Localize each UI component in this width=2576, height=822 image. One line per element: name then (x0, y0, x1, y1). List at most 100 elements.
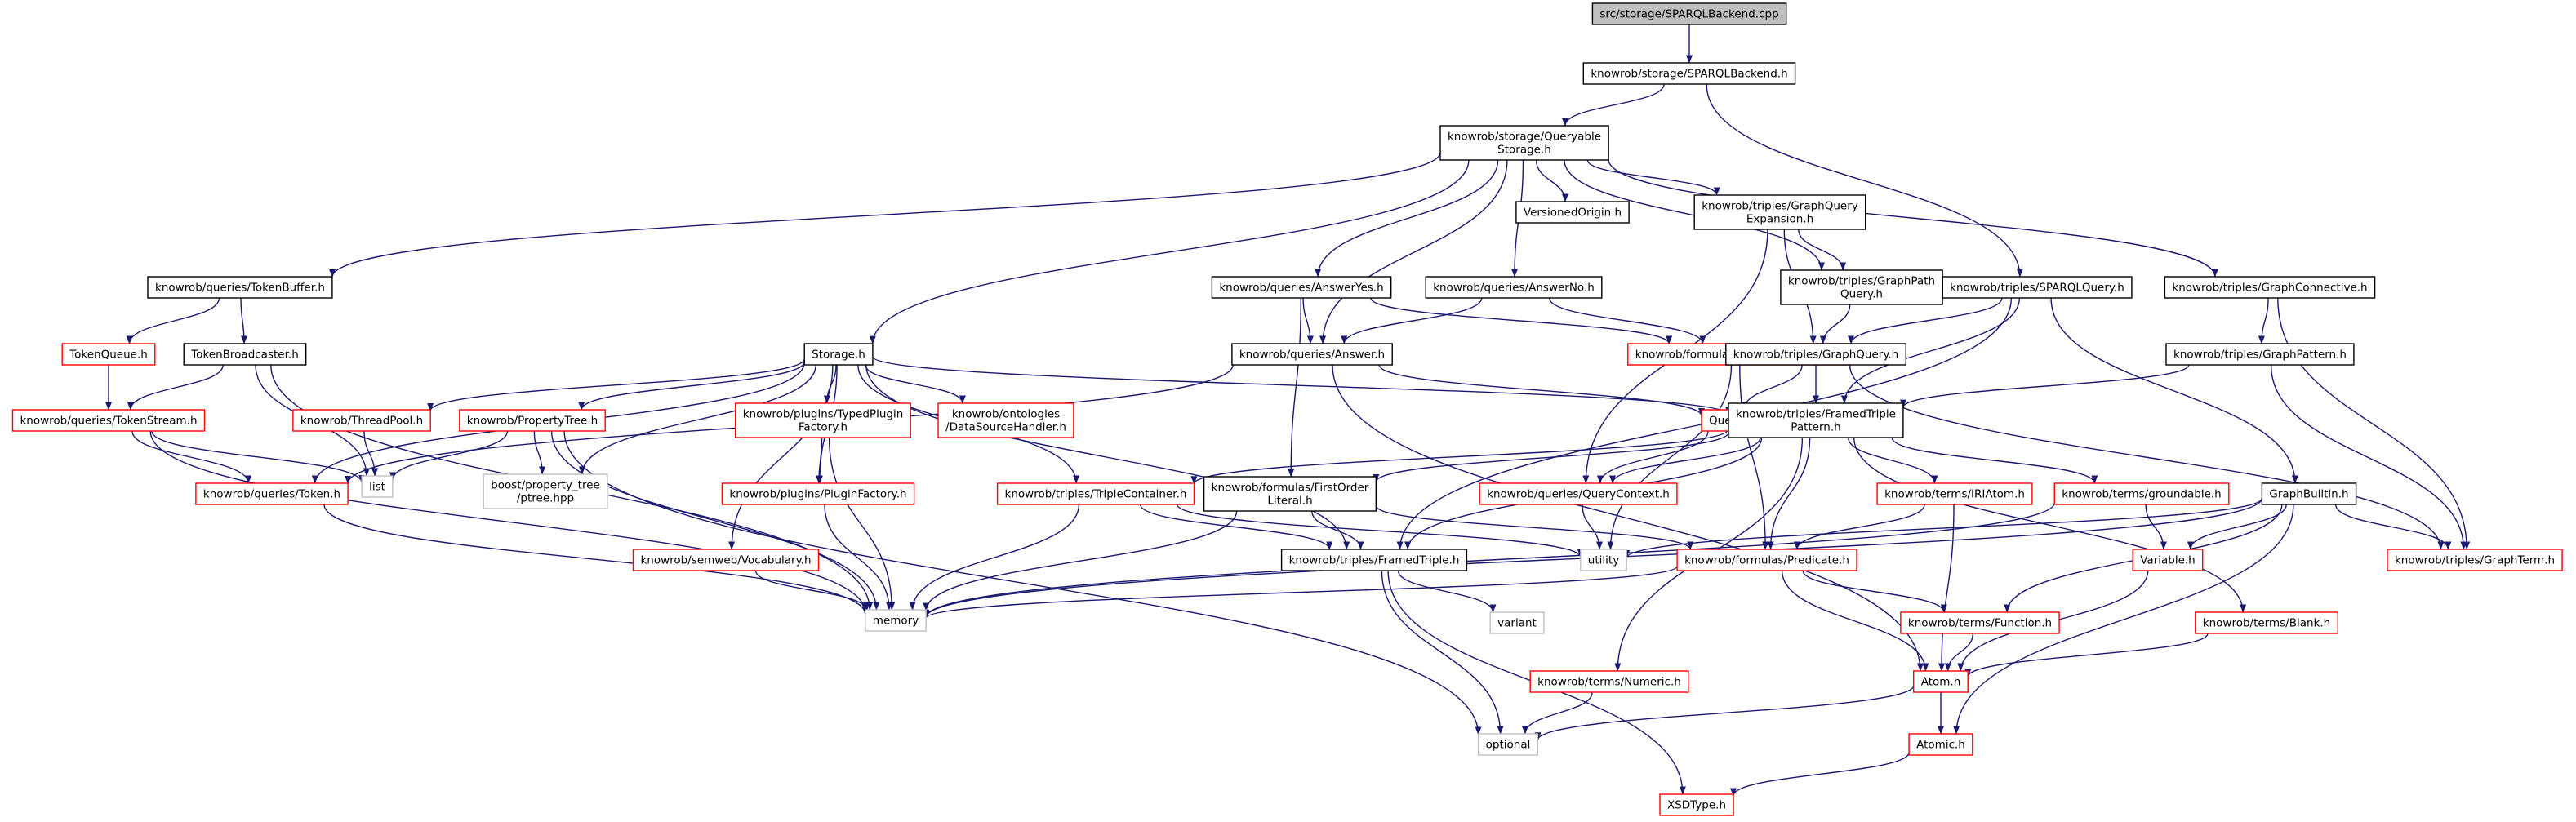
node-box[interactable] (1693, 194, 1866, 230)
node-box[interactable] (147, 276, 333, 299)
node-box[interactable] (1280, 549, 1468, 571)
file-node-knowrob-terms-numeric-h[interactable]: knowrob/terms/Numeric.h (1529, 670, 1689, 693)
file-node-src-storage-sparqlbackend-cpp[interactable]: src/storage/SPARQLBackend.cpp (1591, 2, 1787, 25)
node-box[interactable] (1425, 276, 1603, 299)
file-node-optional[interactable]: optional (1477, 733, 1538, 756)
node-box[interactable] (1659, 793, 1734, 816)
node-box[interactable] (1203, 476, 1377, 512)
node-box[interactable] (1515, 201, 1630, 224)
node-box[interactable] (1477, 733, 1538, 756)
node-box[interactable] (1529, 670, 1689, 693)
file-node-knowrob-semweb-vocabulary-h[interactable]: knowrob/semweb/Vocabulary.h (632, 549, 820, 571)
file-node-knowrob-triples-graphpattern-h[interactable]: knowrob/triples/GraphPattern.h (2165, 343, 2355, 366)
node-box[interactable] (2132, 549, 2204, 571)
file-node-knowrob-queries-tokenstream-h[interactable]: knowrob/queries/TokenStream.h (11, 409, 206, 432)
node-box[interactable] (937, 402, 1074, 438)
file-node-knowrob-terms-iriatom-h[interactable]: knowrob/terms/IRIAtom.h (1876, 482, 2033, 505)
file-node-knowrob-queries-answeryes-h[interactable]: knowrob/queries/AnswerYes.h (1211, 276, 1392, 299)
file-node-xsdtype-h[interactable]: XSDType.h (1659, 793, 1734, 816)
node-box[interactable] (2195, 611, 2339, 634)
node-box[interactable] (1876, 482, 2033, 505)
node-box[interactable] (721, 482, 915, 505)
file-node-graphbuiltin-h[interactable]: GraphBuiltin.h (2261, 482, 2357, 505)
node-box[interactable] (195, 482, 349, 505)
node-box[interactable] (1439, 125, 1609, 161)
file-node-variant[interactable]: variant (1489, 611, 1545, 634)
include-edge-n2-n7 (1315, 159, 1499, 278)
file-node-memory[interactable]: memory (865, 609, 927, 632)
file-node-knowrob-queries-answer-h[interactable]: knowrob/queries/Answer.h (1231, 343, 1393, 366)
file-node-knowrob-triples-graphterm-h[interactable]: knowrob/triples/GraphTerm.h (2387, 549, 2563, 571)
node-box[interactable] (865, 609, 927, 632)
node-box[interactable] (1725, 343, 1907, 366)
node-box[interactable] (2164, 276, 2376, 299)
file-node-knowrob-queries-tokenbuffer-h[interactable]: knowrob/queries/TokenBuffer.h (147, 276, 333, 299)
file-node-tokenbroadcaster-h[interactable]: TokenBroadcaster.h (183, 343, 307, 366)
file-node-tokenqueue-h[interactable]: TokenQueue.h (61, 343, 156, 366)
node-box[interactable] (1479, 482, 1678, 505)
node-box[interactable] (183, 343, 307, 366)
node-box[interactable] (1912, 670, 1969, 693)
include-arrow (550, 430, 880, 611)
node-box[interactable] (1900, 611, 2060, 634)
node-box[interactable] (632, 549, 820, 571)
file-node-knowrob-triples-sparqlquery-h[interactable]: knowrob/triples/SPARQLQuery.h (1942, 276, 2133, 299)
node-box[interactable] (1728, 402, 1904, 438)
node-box[interactable] (1676, 549, 1857, 571)
node-box[interactable] (996, 482, 1195, 505)
file-node-knowrob-triples-graphquery-h[interactable]: knowrob/triples/GraphQuery.h (1725, 343, 1907, 366)
file-node-list[interactable]: list (361, 475, 394, 498)
file-node-variable-h[interactable]: Variable.h (2132, 549, 2204, 571)
node-box[interactable] (1489, 611, 1545, 634)
node-box[interactable] (11, 409, 206, 432)
node-box[interactable] (483, 473, 608, 509)
file-node-knowrob-queries-querycontext-h[interactable]: knowrob/queries/QueryContext.h (1479, 482, 1678, 505)
include-arrow (126, 297, 220, 344)
file-node-atom-h[interactable]: Atom.h (1912, 670, 1969, 693)
file-node-knowrob-plugins-pluginfactory-h[interactable]: knowrob/plugins/PluginFactory.h (721, 482, 915, 505)
node-box[interactable] (292, 409, 431, 432)
file-node-knowrob-ontologies-datasourcehandler-h[interactable]: knowrob/ontologies/DataSourceHandler.h (937, 402, 1074, 438)
node-box[interactable] (2387, 549, 2563, 571)
node-box[interactable] (1591, 2, 1787, 25)
file-node-knowrob-triples-framedtriple-h[interactable]: knowrob/triples/FramedTriple.h (1280, 549, 1468, 571)
node-box[interactable] (1211, 276, 1392, 299)
node-box[interactable] (1780, 269, 1943, 305)
node-box[interactable] (459, 409, 606, 432)
file-node-knowrob-threadpool-h[interactable]: knowrob/ThreadPool.h (292, 409, 431, 432)
node-box[interactable] (361, 475, 394, 498)
node-box[interactable] (1231, 343, 1393, 366)
include-edge-n20-n41 (550, 430, 880, 611)
file-node-storage-h[interactable]: Storage.h (803, 343, 874, 366)
node-box[interactable] (1580, 549, 1627, 571)
include-edge-n13-n24 (872, 356, 1732, 415)
file-node-knowrob-queries-token-h[interactable]: knowrob/queries/Token.h (195, 482, 349, 505)
file-node-knowrob-terms-function-h[interactable]: knowrob/terms/Function.h (1900, 611, 2060, 634)
file-node-knowrob-triples-graphconnective-h[interactable]: knowrob/triples/GraphConnective.h (2164, 276, 2376, 299)
file-node-knowrob-terms-groundable-h[interactable]: knowrob/terms/groundable.h (2053, 482, 2230, 505)
node-box[interactable] (1908, 733, 1973, 756)
file-node-utility[interactable]: utility (1580, 549, 1627, 571)
file-node-atomic-h[interactable]: Atomic.h (1908, 733, 1973, 756)
node-box[interactable] (2053, 482, 2230, 505)
node-box[interactable] (803, 343, 874, 366)
node-box[interactable] (2261, 482, 2357, 505)
file-node-versionedorigin-h[interactable]: VersionedOrigin.h (1515, 201, 1630, 224)
node-box[interactable] (61, 343, 156, 366)
node-box[interactable] (1582, 62, 1796, 85)
file-node-knowrob-triples-triplecontainer-h[interactable]: knowrob/triples/TripleContainer.h (996, 482, 1195, 505)
node-box[interactable] (2165, 343, 2355, 366)
file-node-knowrob-terms-blank-h[interactable]: knowrob/terms/Blank.h (2195, 611, 2339, 634)
file-node-knowrob-formulas-predicate-h[interactable]: knowrob/formulas/Predicate.h (1676, 549, 1857, 571)
file-node-boost-property-tree-ptree-hpp[interactable]: boost/property_tree/ptree.hpp (483, 473, 608, 509)
file-node-knowrob-propertytree-h[interactable]: knowrob/PropertyTree.h (459, 409, 606, 432)
node-box[interactable] (735, 402, 911, 438)
file-node-knowrob-queries-answerno-h[interactable]: knowrob/queries/AnswerNo.h (1425, 276, 1603, 299)
file-node-knowrob-storage-sparqlbackend-h[interactable]: knowrob/storage/SPARQLBackend.h (1582, 62, 1796, 85)
